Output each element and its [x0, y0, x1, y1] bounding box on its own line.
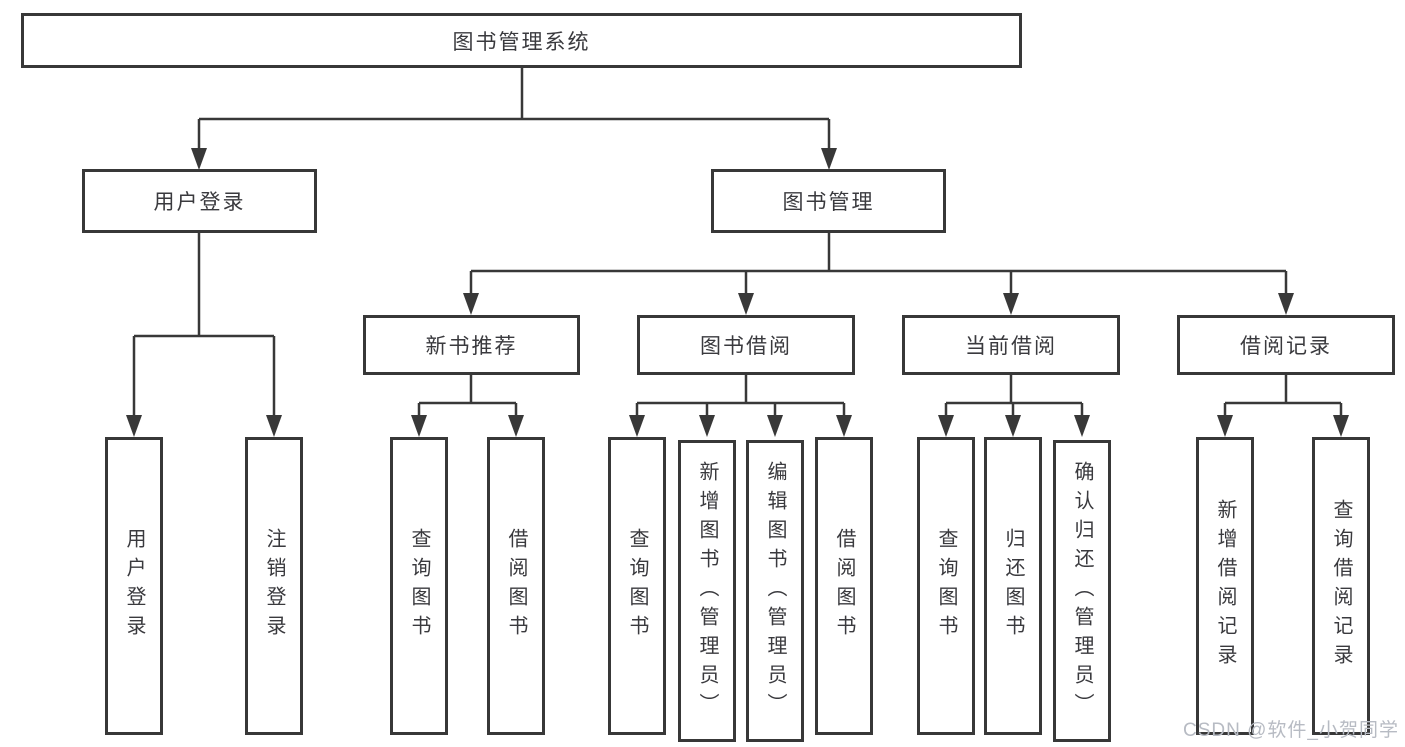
leaf-user-login: 用户登录 — [105, 437, 163, 735]
leaf-query-books-2: 查询图书 — [608, 437, 666, 735]
node-borrow-records: 借阅记录 — [1177, 315, 1395, 375]
leaf-confirm-return-admin: 确认归还（管理员） — [1053, 440, 1111, 742]
leaf-query-books-3: 查询图书 — [917, 437, 975, 735]
node-label: 图书借阅 — [700, 335, 792, 358]
node-label: 用户登录 — [153, 191, 246, 214]
arrowheads — [126, 148, 1349, 437]
node-label: 当前借阅 — [965, 335, 1057, 358]
node-new-book-recommend: 新书推荐 — [363, 315, 580, 375]
leaf-add-book-admin: 新增图书（管理员） — [678, 440, 736, 742]
node-book-management: 图书管理 — [711, 169, 946, 233]
node-label: 图书管理 — [782, 191, 875, 214]
leaf-logout: 注销登录 — [245, 437, 303, 735]
node-user-login: 用户登录 — [82, 169, 317, 233]
csdn-watermark: CSDN @软件_小贺同学 — [1183, 720, 1399, 741]
leaf-borrow-books-2: 借阅图书 — [815, 437, 873, 735]
node-book-borrow: 图书借阅 — [637, 315, 855, 375]
node-label: 新书推荐 — [425, 335, 518, 358]
leaf-query-books-1: 查询图书 — [390, 437, 448, 735]
leaf-edit-book-admin: 编辑图书（管理员） — [746, 440, 804, 742]
leaf-return-books: 归还图书 — [984, 437, 1042, 735]
node-label: 图书管理系统 — [452, 30, 591, 54]
node-root-system: 图书管理系统 — [21, 13, 1022, 68]
leaf-query-borrow-record: 查询借阅记录 — [1312, 437, 1370, 735]
node-label: 借阅记录 — [1240, 335, 1332, 358]
leaf-add-borrow-record: 新增借阅记录 — [1196, 437, 1254, 735]
node-current-borrow: 当前借阅 — [902, 315, 1120, 375]
leaf-borrow-books-1: 借阅图书 — [487, 437, 545, 735]
